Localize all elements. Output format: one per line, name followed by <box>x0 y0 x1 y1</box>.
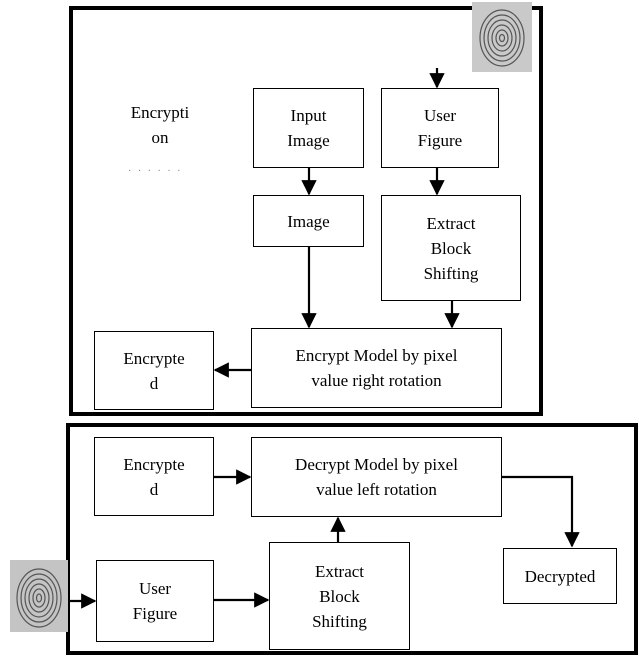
input-image-box: Input Image <box>253 88 364 168</box>
decrypted-output-box: Decrypted <box>503 548 617 604</box>
encrypt-model-box: Encrypt Model by pixel value right rotat… <box>251 328 502 408</box>
decryption-frame <box>66 423 638 655</box>
encrypted-output-box: Encrypte d <box>94 331 214 410</box>
decrypt-user-figure-box: User Figure <box>96 560 214 642</box>
fingerprint-image-bottom <box>10 560 68 632</box>
decrypt-extract-block-shifting-box: Extract Block Shifting <box>269 542 410 650</box>
extract-block-shifting-box: Extract Block Shifting <box>381 195 521 301</box>
encryption-section-label: Encrypti on <box>130 103 190 147</box>
arrow-decrypt-model-to-decrypted <box>502 475 580 548</box>
fingerprint-image-top <box>472 2 532 72</box>
encryption-frame <box>69 6 543 416</box>
user-figure-box: User Figure <box>381 88 499 168</box>
decrypt-model-box: Decrypt Model by pixel value left rotati… <box>251 437 502 517</box>
stray-marks: · · · · · · <box>128 166 183 177</box>
encrypted-input-box: Encrypte d <box>94 437 214 516</box>
